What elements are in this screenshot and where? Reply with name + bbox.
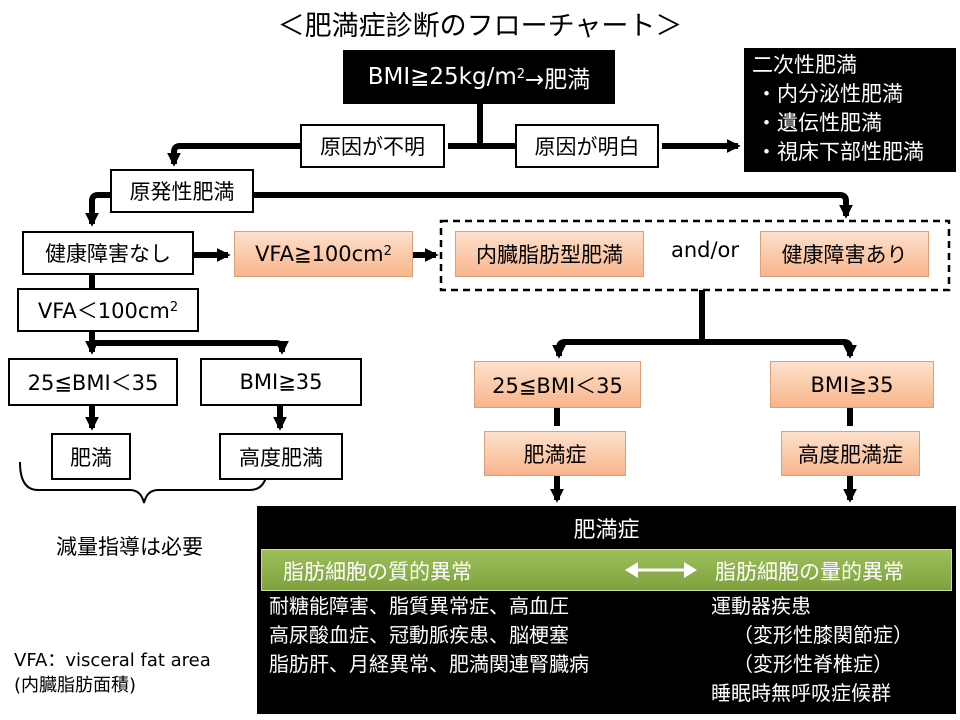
footnote: VFA：visceral fat area (内臓脂肪面積) (14, 648, 211, 698)
visceral-fat-type-box: 内臓脂肪型肥満 (455, 231, 644, 277)
secondary-item: ・遺伝性肥満 (756, 111, 882, 135)
disease-line: 高尿酸血症、冠動脈疾患、脳梗塞 (269, 623, 569, 647)
qualitative-disease-list: 耐糖能障害、脂質異常症、高血圧 高尿酸血症、冠動脈疾患、脳梗塞 脂肪肝、月経異常… (269, 592, 589, 679)
health-issue-box: 健康障害あり (760, 231, 929, 277)
page-title: ＜肥満症診断のフローチャート＞ (277, 11, 683, 42)
brace (19, 461, 269, 504)
footnote-line: (内臓脂肪面積) (14, 675, 137, 696)
left-bmi-high-box: BMI≧35 (200, 358, 362, 406)
arrow-primary-to-none (85, 192, 110, 227)
quantitative-abnormality-label: 脂肪細胞の量的異常 (715, 560, 904, 584)
obesity-disease-panel: 肥満症 脂肪細胞の質的異常 脂肪細胞の量的異常 耐糖能障害、脂質異常症、高血圧 … (257, 506, 956, 714)
disease-line: 運動器疾患 (711, 594, 811, 618)
panel-header-bar (261, 549, 952, 591)
bmi-top-suffix: →肥満 (525, 67, 591, 93)
arrow-primary-to-group (254, 192, 853, 219)
vfa-ge-text: VFA≧100cm (255, 242, 384, 266)
secondary-obesity-box: 二次性肥満 ・内分泌性肥満 ・遺伝性肥満 ・視床下部性肥満 (744, 48, 956, 172)
disease-line: （変形性脊椎症） (733, 652, 893, 676)
right-bmi-mid-box: 25≦BMI＜35 (474, 361, 641, 408)
obesity-disease-box: 肥満症 (484, 431, 626, 476)
high-obesity-disease-box: 高度肥満症 (781, 431, 920, 476)
left-bmi-mid-box: 25≦BMI＜35 (8, 358, 178, 406)
no-health-issue-box: 健康障害なし (22, 231, 194, 275)
double-arrow-icon (625, 562, 697, 578)
disease-line: 睡眠時無呼吸症候群 (711, 681, 891, 705)
secondary-item: ・視床下部性肥満 (756, 140, 924, 164)
and-or-label: and/or (670, 238, 740, 262)
cause-unknown-box: 原因が不明 (300, 124, 445, 168)
disease-line: 脂肪肝、月経異常、肥満関連腎臓病 (269, 652, 589, 676)
arrow-right-high (702, 339, 857, 359)
primary-obesity-box: 原発性肥満 (110, 169, 254, 213)
arrow-left-high (92, 340, 289, 355)
disease-line: 耐糖能障害、脂質異常症、高血圧 (269, 594, 569, 618)
dashed-group (439, 219, 951, 292)
panel-title: 肥満症 (573, 518, 640, 543)
secondary-title: 二次性肥満 (752, 53, 857, 77)
footnote-line: VFA：visceral fat area (14, 650, 211, 671)
bmi-top-prefix: BMI≧25kg/m (367, 64, 517, 90)
high-obesity-box: 高度肥満 (219, 433, 343, 480)
secondary-item: ・内分泌性肥満 (756, 82, 903, 106)
obesity-box: 肥満 (51, 433, 131, 480)
arrow-right-mid (552, 339, 702, 359)
qualitative-abnormality-label: 脂肪細胞の質的異常 (283, 560, 472, 584)
cause-known-box: 原因が明白 (515, 124, 659, 168)
disease-line: （変形性膝関節症） (733, 623, 913, 647)
vfa-lt-text: VFA＜100cm (37, 299, 170, 323)
weight-guidance-label: 減量指導は必要 (56, 535, 203, 559)
right-bmi-high-box: BMI≧35 (770, 361, 934, 408)
arrow-to-primary (167, 143, 300, 167)
quantitative-disease-list: 運動器疾患 （変形性膝関節症） （変形性脊椎症） 睡眠時無呼吸症候群 (711, 592, 913, 708)
